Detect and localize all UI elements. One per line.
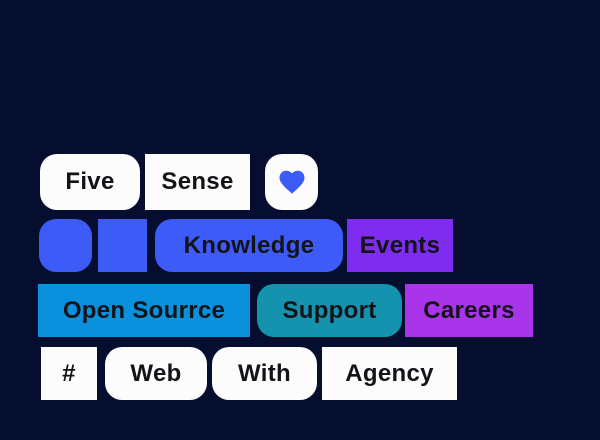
tag-events[interactable]: Events: [347, 219, 453, 272]
tag-five[interactable]: Five: [40, 154, 140, 210]
tag-hash[interactable]: #: [41, 347, 97, 400]
heart-icon: [277, 167, 307, 197]
tag-with[interactable]: With: [212, 347, 317, 400]
blank-tile-rounded: [39, 219, 92, 272]
tag-agency[interactable]: Agency: [322, 347, 457, 400]
tag-sense[interactable]: Sense: [145, 154, 250, 210]
tag-web[interactable]: Web: [105, 347, 207, 400]
tag-knowledge[interactable]: Knowledge: [155, 219, 343, 272]
tag-careers[interactable]: Careers: [405, 284, 533, 337]
blank-tile-square: [98, 219, 147, 272]
tag-support[interactable]: Support: [257, 284, 402, 337]
heart-button[interactable]: [265, 154, 318, 210]
tag-open-sourrce[interactable]: Open Sourrce: [38, 284, 250, 337]
